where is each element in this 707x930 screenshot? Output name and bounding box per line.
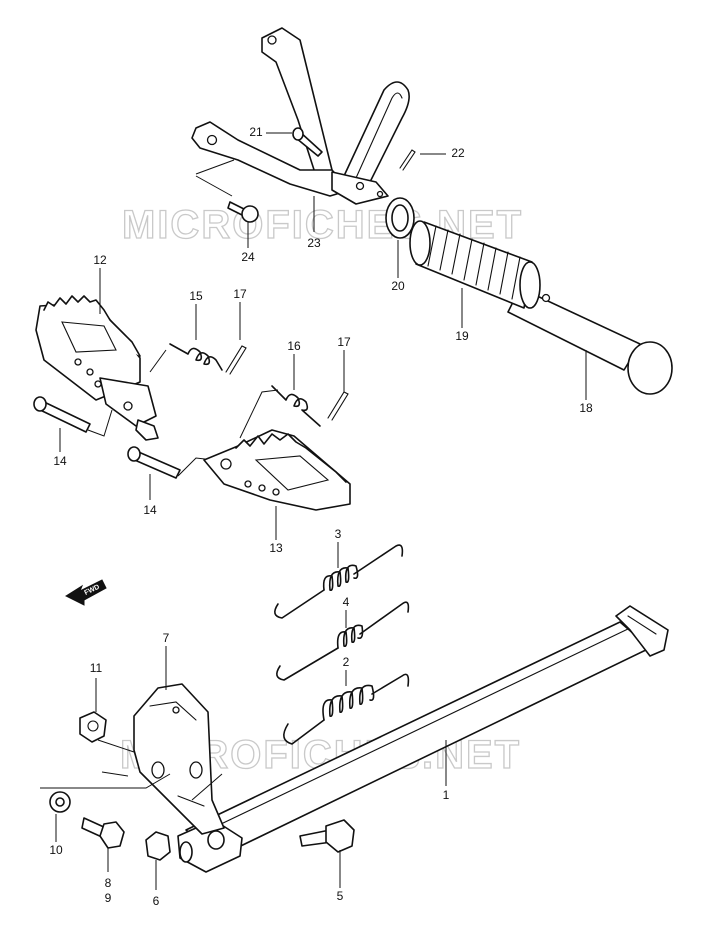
part-17-clip-right [327,391,349,421]
bracket-left-hole [206,134,218,146]
callout-18: 18 [579,401,593,415]
part-14-pin-left [33,396,91,433]
part-6-nut [145,831,171,861]
fwd-arrow: FWD [64,579,107,606]
callout-6: 6 [153,894,160,908]
part-4-spring [276,601,410,681]
part-21-pin [292,127,323,157]
callout-21: 21 [249,125,263,139]
part-2-spring [283,673,410,745]
part-5-bolt [299,819,355,853]
callout-2: 2 [343,655,350,669]
part-13-footrest-right [203,429,351,511]
callout-10: 10 [49,843,63,857]
part-23-stand-bracket [191,27,410,205]
callout-8: 8 [105,876,112,890]
part-17-clip-left [225,345,247,375]
callout-12: 12 [93,253,107,267]
callout-20: 20 [391,279,405,293]
callout-15: 15 [189,289,203,303]
callout-7: 7 [163,631,170,645]
part-14-pin-right [127,446,181,479]
part-1-side-stand [177,605,669,873]
part-18-shaft [507,287,673,395]
bracket-top-hole [267,35,277,45]
part-3-spring [274,544,404,619]
part-19-rubber-grip [409,220,541,309]
callout-13: 13 [269,541,283,555]
callout-1: 1 [443,788,450,802]
callout-14-left: 14 [53,454,67,468]
part-24-bolt [227,201,259,223]
callout-23: 23 [307,236,321,250]
callout-14-right: 14 [143,503,157,517]
part-10-washer [49,791,71,813]
callout-24: 24 [241,250,255,264]
part-7-bracket-plate [133,683,225,835]
callout-11: 11 [90,661,103,675]
part-16-spring [271,385,321,427]
callout-17-left: 17 [233,287,247,301]
callout-3: 3 [335,527,342,541]
callout-4: 4 [343,595,350,609]
callout-9: 9 [105,891,112,905]
callout-16: 16 [287,339,301,353]
part-15-spring [169,343,223,371]
part-20-washer [385,197,415,239]
callout-22: 22 [451,146,465,160]
part-12-footrest-left [35,295,159,441]
callout-19: 19 [455,329,469,343]
bracket-pivot-hole [355,181,365,191]
part-11-nut [79,711,107,743]
callout-5: 5 [337,889,344,903]
part-22-cotter-pin [399,149,416,171]
part-8-9-bolt [81,817,125,849]
callout-17-right: 17 [337,335,351,349]
